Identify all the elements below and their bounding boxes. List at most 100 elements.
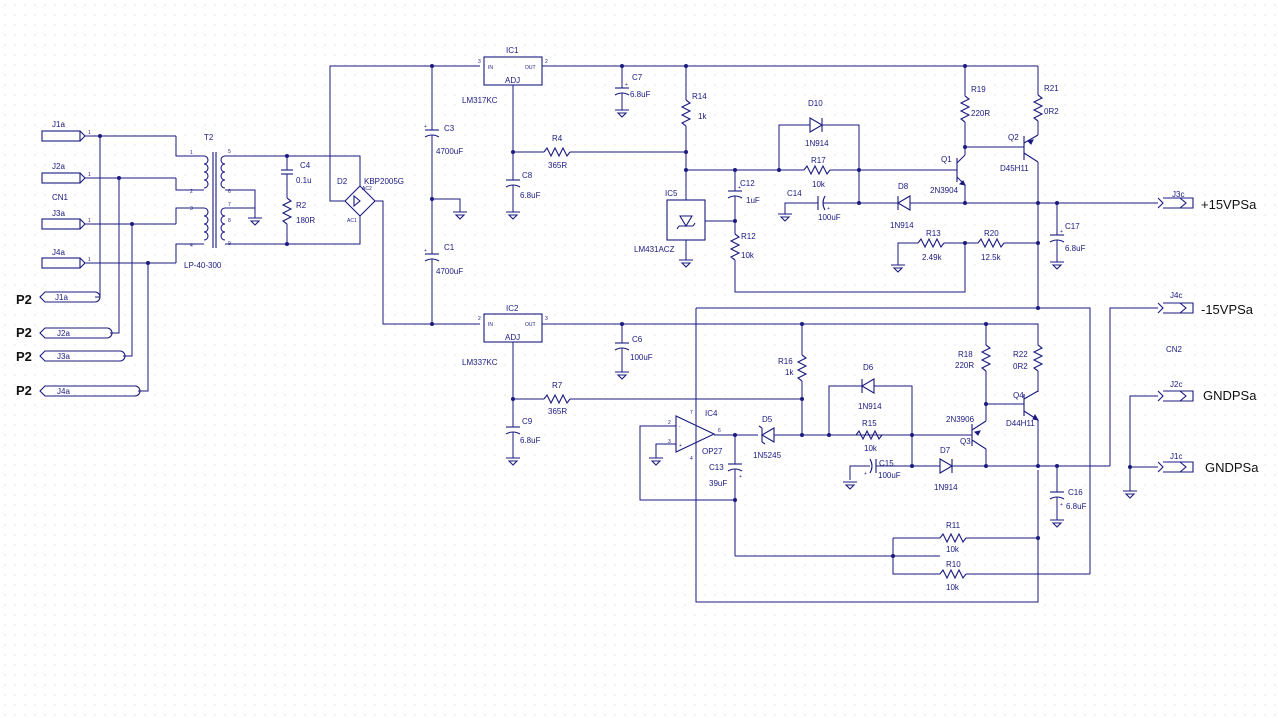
svg-text:1uF: 1uF — [746, 196, 760, 205]
svg-text:LM337KC: LM337KC — [462, 358, 498, 367]
svg-text:P2: P2 — [16, 349, 32, 364]
svg-text:C6: C6 — [632, 335, 643, 344]
resistor-r16: R16 1k — [778, 322, 808, 437]
svg-text:5: 5 — [228, 149, 231, 155]
svg-text:ADJ: ADJ — [505, 333, 520, 342]
svg-text:1: 1 — [88, 130, 91, 136]
diode-d6: D6 1N914 — [827, 363, 914, 466]
neg-15v-label: -15VPSa — [1201, 302, 1254, 317]
resistor-r2: R2 180R — [281, 197, 315, 246]
svg-text:100uF: 100uF — [878, 471, 901, 480]
j2a-label: J2a — [52, 162, 65, 171]
svg-text:+: + — [1060, 502, 1063, 508]
svg-text:1N914: 1N914 — [934, 483, 958, 492]
regulator-ic2: IC2 IN OUT ADJ 2 3 LM337KC — [462, 304, 986, 399]
connector-j2c[interactable]: J2c GNDPSa — [1157, 380, 1257, 403]
regulator-ic1: IC1 IN OUT ADJ 3 2 LM317KC — [462, 46, 1038, 152]
svg-text:1: 1 — [88, 172, 91, 178]
svg-text:1N914: 1N914 — [890, 221, 914, 230]
svg-text:J2a: J2a — [57, 329, 70, 338]
svg-text:C1: C1 — [444, 243, 455, 252]
svg-text:2: 2 — [668, 420, 671, 426]
svg-text:8: 8 — [228, 218, 231, 224]
svg-text:+: + — [679, 443, 682, 449]
svg-text:OP27: OP27 — [702, 447, 723, 456]
svg-text:3: 3 — [545, 316, 548, 322]
svg-text:P2: P2 — [16, 292, 32, 307]
svg-text:3: 3 — [668, 439, 671, 445]
svg-text:180R: 180R — [296, 216, 315, 225]
svg-text:J2c: J2c — [1170, 380, 1182, 389]
svg-text:Q4: Q4 — [1013, 391, 1024, 400]
svg-text:P2: P2 — [16, 325, 32, 340]
svg-text:100uF: 100uF — [630, 353, 653, 362]
svg-text:D44H11: D44H11 — [1006, 419, 1035, 428]
svg-text:C15: C15 — [879, 459, 894, 468]
svg-text:R21: R21 — [1044, 84, 1059, 93]
svg-text:R19: R19 — [971, 85, 986, 94]
transformer-t2: T2 LP-40-300 1 2 3 4 5 6 7 8 9 — [175, 133, 361, 270]
svg-text:10k: 10k — [741, 251, 755, 260]
svg-text:R20: R20 — [984, 229, 999, 238]
capacitor-c9: C9 6.8uF — [505, 399, 541, 466]
svg-text:+: + — [625, 82, 628, 88]
p2-j4a[interactable]: P2 J4a — [16, 383, 141, 398]
p2-connectors: P2 J1a P2 J2a P2 J3a P2 J4a — [16, 134, 150, 398]
svg-text:R11: R11 — [946, 521, 961, 530]
svg-text:LM431ACZ: LM431ACZ — [634, 245, 675, 254]
cn1-label: CN1 — [52, 193, 69, 202]
svg-text:J3a: J3a — [57, 352, 70, 361]
transistor-q3: Q3 2N3906 — [946, 404, 987, 466]
svg-text:P2: P2 — [16, 383, 32, 398]
svg-text:D5: D5 — [762, 415, 773, 424]
svg-text:R14: R14 — [692, 92, 707, 101]
svg-text:OUT: OUT — [525, 65, 536, 71]
svg-text:1k: 1k — [785, 368, 794, 377]
svg-text:+: + — [1060, 229, 1063, 235]
svg-text:Q2: Q2 — [1008, 133, 1019, 142]
connector-j1c[interactable]: J1c GNDPSa — [1157, 452, 1259, 475]
transistor-q4: Q4 D44H11 — [1006, 390, 1040, 466]
svg-text:2: 2 — [190, 189, 193, 195]
svg-text:R15: R15 — [862, 419, 877, 428]
resistor-r10: R10 10k — [939, 560, 1090, 592]
svg-text:C4: C4 — [300, 161, 311, 170]
svg-text:R10: R10 — [946, 560, 961, 569]
p2-j2a[interactable]: P2 J2a — [16, 325, 113, 340]
svg-text:C8: C8 — [522, 171, 533, 180]
svg-text:-: - — [679, 424, 681, 430]
svg-text:1: 1 — [190, 150, 193, 156]
connector-j4c[interactable]: J4c -15VPSa — [1157, 291, 1254, 317]
svg-text:1N5245: 1N5245 — [753, 451, 782, 460]
gnd-label-2: GNDPSa — [1205, 460, 1259, 475]
svg-text:2: 2 — [545, 59, 548, 65]
capacitor-c7: C7 6.8uF + — [614, 64, 651, 118]
resistor-r15: R15 10k — [855, 419, 972, 453]
svg-text:+: + — [424, 124, 427, 130]
svg-text:4: 4 — [190, 243, 193, 249]
svg-text:C13: C13 — [709, 463, 724, 472]
resistor-r12: R12 10k — [729, 232, 966, 293]
connector-j3c[interactable]: J3c +15VPSa — [1157, 190, 1257, 212]
svg-text:220R: 220R — [971, 109, 990, 118]
resistor-r4: R4 365R — [511, 134, 686, 170]
svg-text:C12: C12 — [740, 179, 755, 188]
svg-text:R18: R18 — [958, 350, 973, 359]
svg-text:+: + — [424, 248, 427, 254]
zener-d5: D5 1N5245 — [753, 415, 912, 460]
svg-text:12.5k: 12.5k — [981, 253, 1002, 262]
p2-j3a[interactable]: P2 J3a — [16, 349, 126, 364]
transistor-q1: Q1 2N3904 — [930, 154, 967, 205]
svg-text:1: 1 — [88, 218, 91, 224]
resistor-r13: R13 2.49k — [891, 229, 978, 273]
capacitor-c17: C17 6.8uF + — [1049, 203, 1086, 270]
svg-text:7: 7 — [690, 410, 693, 416]
svg-text:R22: R22 — [1013, 350, 1028, 359]
svg-text:2N3904: 2N3904 — [930, 186, 959, 195]
svg-text:1N914: 1N914 — [805, 139, 829, 148]
svg-text:R13: R13 — [926, 229, 941, 238]
svg-text:D2: D2 — [337, 177, 348, 186]
p2-j1a[interactable]: P2 J1a — [16, 291, 101, 307]
